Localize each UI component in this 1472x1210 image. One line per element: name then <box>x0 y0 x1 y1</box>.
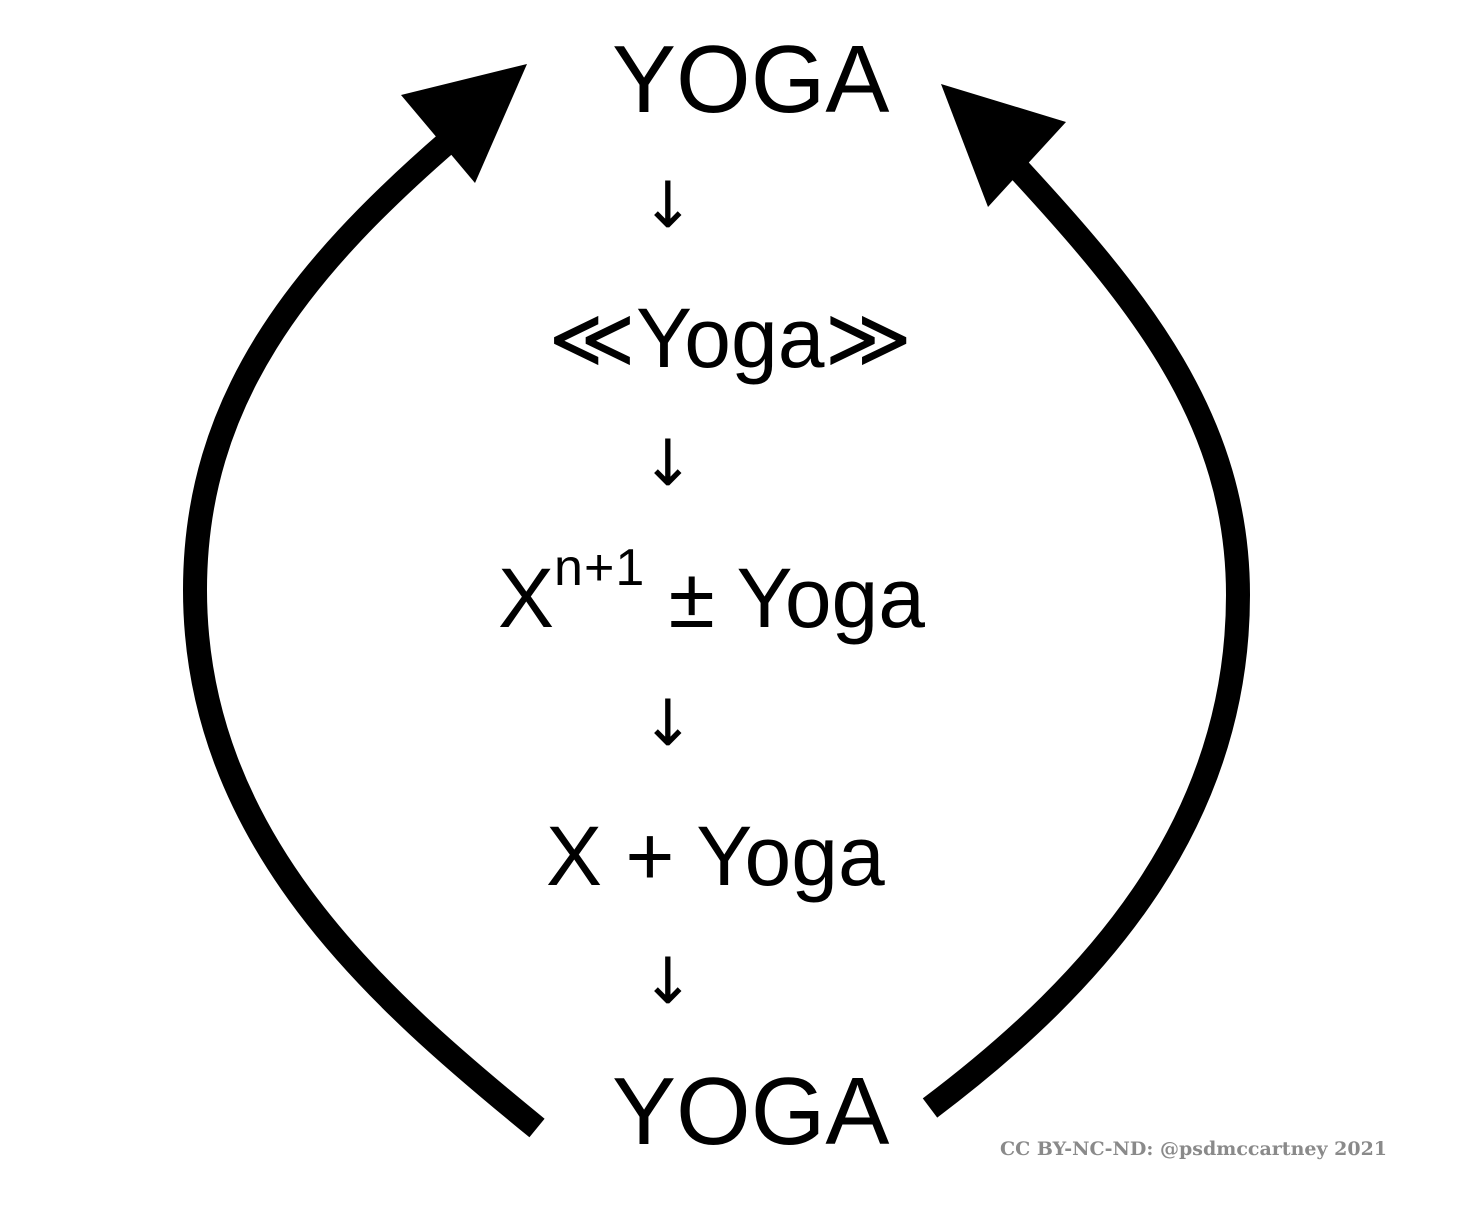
right-cycle-arrowhead <box>941 84 1066 207</box>
down-arrow-icon: ↓ <box>641 945 695 1019</box>
down-arrow-icon: ↓ <box>641 687 695 761</box>
right-cycle-arrow <box>922 153 1251 1118</box>
left-cycle-arrow <box>182 130 545 1138</box>
node-yoga-bottom: YOGA <box>612 1058 890 1165</box>
node-guillemet-yoga: ≪Yoga≫ <box>548 296 912 380</box>
node-yoga-top: YOGA <box>612 26 890 133</box>
guillemet-open: ≪ <box>548 291 636 385</box>
guillemet-word: Yoga <box>635 291 825 385</box>
power-base: X <box>498 551 555 645</box>
node-sum-yoga: X + Yoga <box>546 809 885 903</box>
power-rest: ± Yoga <box>645 551 925 645</box>
down-arrow-icon: ↓ <box>641 427 695 501</box>
node-power-yoga: Xn+1 ± Yoga <box>498 542 925 640</box>
power-exponent: n+1 <box>554 539 646 597</box>
license-credit: CC BY-NC-ND: @psdmccartney 2021 <box>1000 1138 1388 1160</box>
down-arrow-icon: ↓ <box>641 169 695 243</box>
guillemet-close: ≫ <box>824 291 913 385</box>
left-cycle-arrowhead <box>401 64 527 183</box>
